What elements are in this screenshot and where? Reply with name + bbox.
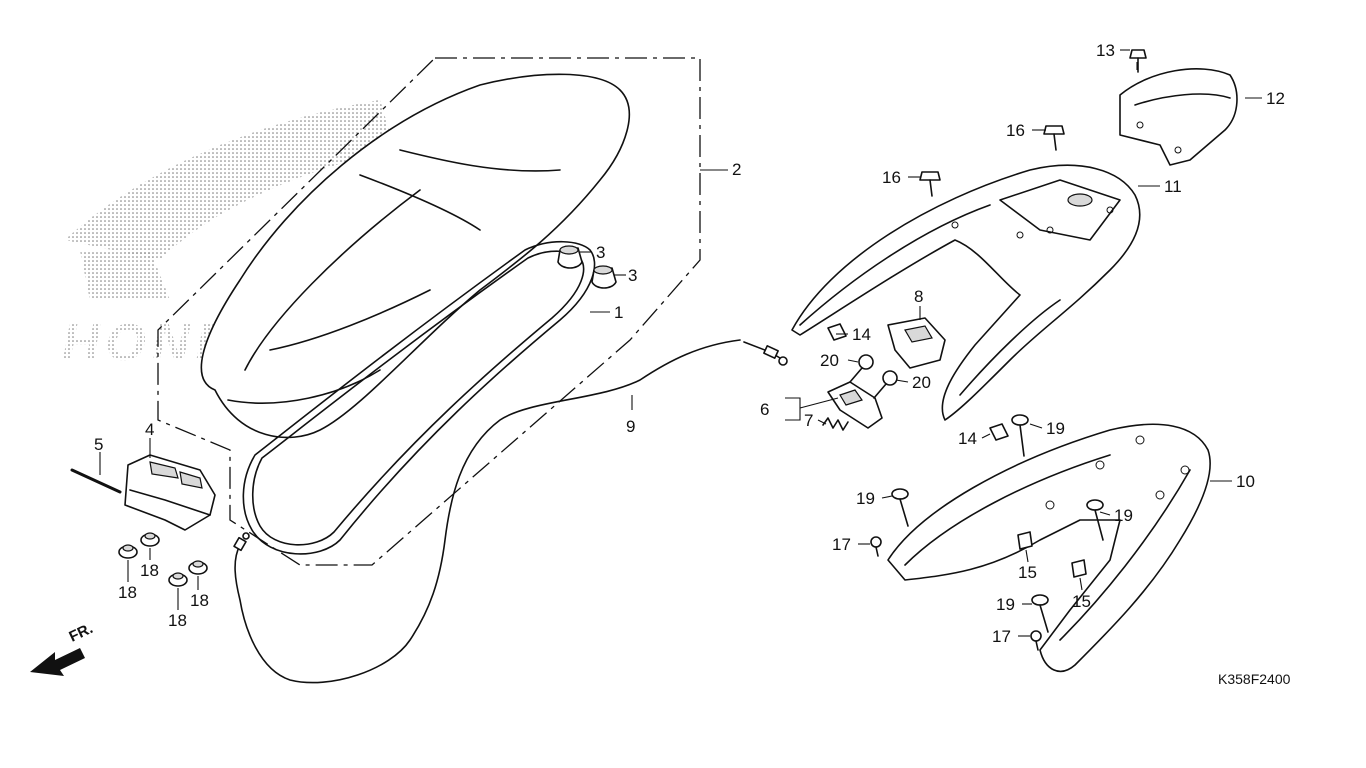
seat-latch	[887, 317, 946, 369]
callout-15b: 15	[1072, 592, 1091, 611]
callout-labels: 1 2 3 3 4 5 6 7 8 9 10 11 12 13 14 14 15…	[94, 41, 1285, 646]
callout-20b: 20	[912, 373, 931, 392]
callout-18d: 18	[190, 591, 209, 610]
leader-lines	[99, 49, 1262, 637]
callout-3b: 3	[628, 266, 637, 285]
callout-17a: 17	[832, 535, 851, 554]
callout-20a: 20	[820, 351, 839, 370]
callout-16b: 16	[882, 168, 901, 187]
callout-3a: 3	[596, 243, 605, 262]
lock-spring	[822, 417, 849, 431]
seat-lock-cable	[233, 339, 788, 684]
bolt-20	[849, 354, 898, 399]
callout-4: 4	[145, 420, 154, 439]
callout-10: 10	[1236, 472, 1255, 491]
callout-12: 12	[1266, 89, 1285, 108]
bolt-19	[891, 414, 1104, 633]
callout-9: 9	[626, 417, 635, 436]
callout-19b: 19	[856, 489, 875, 508]
seat-damper-rubber	[557, 245, 617, 289]
callout-1: 1	[614, 303, 623, 322]
callout-19a: 19	[1046, 419, 1065, 438]
screw-13	[1129, 49, 1147, 73]
body-cover	[887, 423, 1211, 673]
clip-14	[827, 323, 1009, 441]
callout-19c: 19	[1114, 506, 1133, 525]
callout-19d: 19	[996, 595, 1015, 614]
front-direction-indicator: FR.	[30, 620, 96, 676]
callout-13: 13	[1096, 41, 1115, 60]
callout-16a: 16	[1006, 121, 1025, 140]
callout-2: 2	[732, 160, 741, 179]
callout-11: 11	[1164, 177, 1182, 196]
callout-18a: 18	[118, 583, 137, 602]
diagram-code: K358F2400	[1218, 671, 1291, 687]
callout-15a: 15	[1018, 563, 1037, 582]
seat-seal	[242, 240, 596, 555]
callout-8: 8	[914, 287, 923, 306]
seat-hinge-bracket	[124, 454, 216, 531]
flange-nut	[118, 532, 208, 587]
seat-lock	[827, 381, 883, 429]
callout-6: 6	[760, 400, 769, 419]
hinge-pin	[70, 468, 122, 494]
bolt-16	[919, 125, 1065, 197]
callout-14a: 14	[852, 325, 871, 344]
screw-17	[870, 536, 1042, 651]
rear-center-cover	[1119, 68, 1238, 166]
front-label: FR.	[67, 620, 96, 646]
callout-7: 7	[804, 411, 813, 430]
callout-14b: 14	[958, 429, 977, 448]
callout-18c: 18	[168, 611, 187, 630]
callout-18b: 18	[140, 561, 159, 580]
clip-15	[1017, 531, 1087, 578]
seat-assembly-boundary	[157, 57, 701, 566]
callout-5: 5	[94, 435, 103, 454]
callout-17b: 17	[992, 627, 1011, 646]
center-cover	[791, 164, 1141, 421]
